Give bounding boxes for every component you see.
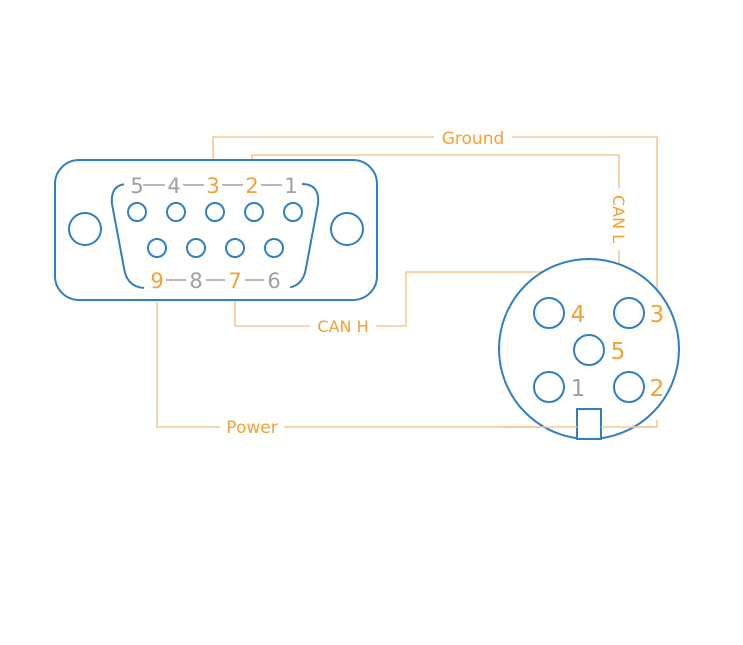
power-label: Power <box>226 418 277 438</box>
m12-pin-3 <box>613 297 645 329</box>
db9-mount-hole-right <box>330 212 364 246</box>
can-h-label: CAN H <box>317 317 368 336</box>
can-l-label: CAN L <box>609 195 628 243</box>
m12-label-3: 3 <box>650 302 665 328</box>
m12-label-4: 4 <box>571 302 586 328</box>
db9-pin-4 <box>166 202 186 222</box>
m12-label-5: 5 <box>611 339 626 365</box>
db9-label-2: 2 <box>245 174 258 198</box>
m12-connector: 4 3 5 1 2 <box>498 258 680 440</box>
db9-pin-1 <box>283 202 303 222</box>
db9-label-8: 8 <box>189 269 202 293</box>
can-h-wire-left <box>234 292 310 327</box>
m12-pin-4 <box>533 297 565 329</box>
ground-wire-right <box>512 136 658 300</box>
db9-pin-3 <box>205 202 225 222</box>
db9-pin-7 <box>225 238 245 258</box>
db9-label-1: 1 <box>284 174 297 198</box>
db9-label-4: 4 <box>167 174 180 198</box>
db9-label-7: 7 <box>228 269 241 293</box>
power-wire-left <box>156 302 220 428</box>
m12-pin-5 <box>573 334 605 366</box>
m12-label-2: 2 <box>650 376 665 402</box>
db9-connector: 5 4 3 2 1 9 8 7 6 <box>54 159 378 301</box>
db9-label-5: 5 <box>130 174 143 198</box>
m12-key-notch <box>576 408 602 440</box>
m12-pin-2 <box>613 371 645 403</box>
ground-label: Ground <box>442 129 505 149</box>
db9-pin-2 <box>244 202 264 222</box>
db9-pin-6 <box>264 238 284 258</box>
db9-mount-hole-left <box>68 212 102 246</box>
db9-label-9: 9 <box>150 269 163 293</box>
m12-pin-1 <box>533 371 565 403</box>
db9-pin-8 <box>186 238 206 258</box>
db9-bottom-label-bg <box>144 268 290 294</box>
db9-label-3: 3 <box>206 174 219 198</box>
db9-pin-9 <box>147 238 167 258</box>
m12-label-1: 1 <box>571 376 586 402</box>
db9-pin-5 <box>127 202 147 222</box>
db9-label-6: 6 <box>267 269 280 293</box>
